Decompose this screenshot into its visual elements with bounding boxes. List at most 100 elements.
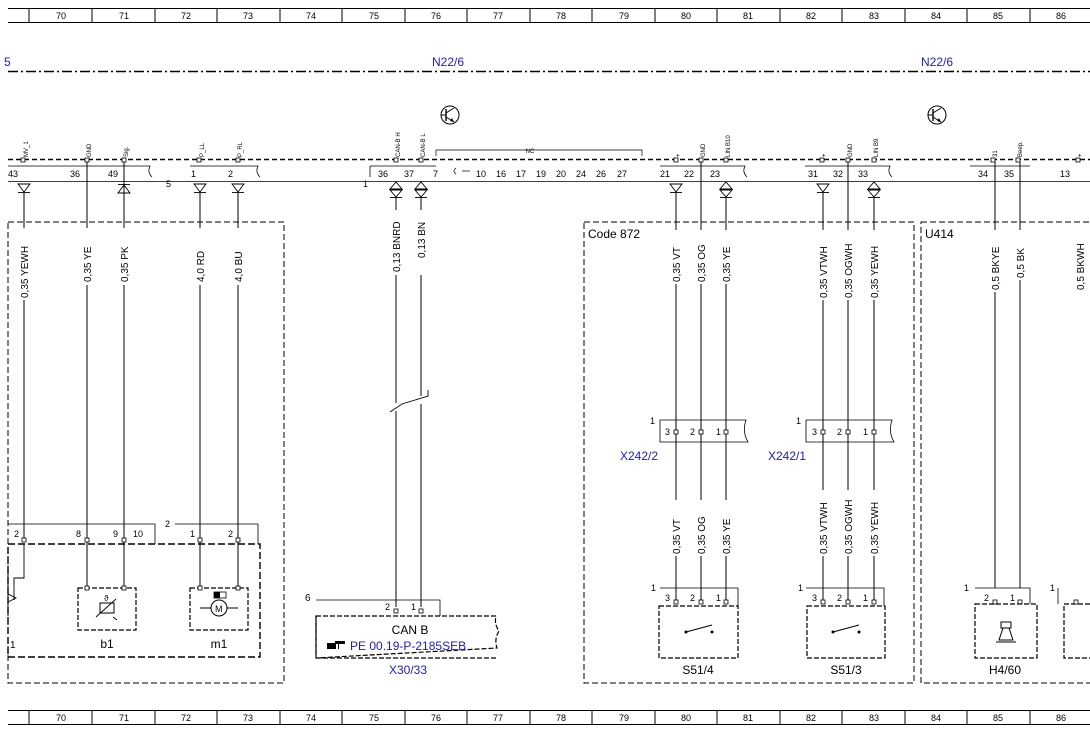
pin-number: 37 [404, 169, 414, 179]
wire-label: 0,35 VTWH [819, 246, 830, 298]
pin-number: 23 [710, 169, 720, 179]
pin-number: 22 [684, 169, 694, 179]
pin-number: 8 [76, 529, 81, 539]
ruler-label: 73 [243, 11, 253, 21]
can-b-reference-link[interactable]: PE 00.19-P-2185SEB [350, 639, 466, 653]
pin-name: MV_1 [24, 141, 30, 157]
ruler-label: 73 [243, 713, 253, 723]
ruler-label: 85 [993, 713, 1003, 723]
pin-number: 2 [690, 427, 695, 437]
pin-number: 1 [650, 416, 655, 426]
pin-name: + [1078, 153, 1084, 157]
switch-s51-4: 1 3 2 1 S51/4 [651, 583, 739, 677]
pin-name-nc: NC [526, 149, 535, 155]
pin-name: LIN B9 [874, 138, 880, 157]
wire-label: 0,5 BKWH [1076, 243, 1087, 290]
wire-label: 0,13 BN [417, 222, 428, 258]
pin-number: 1 [863, 593, 868, 603]
pin-number: 10 [476, 169, 486, 179]
pin-number: 2 [690, 593, 695, 603]
box-label-code-872: Code 872 [588, 227, 640, 241]
pin-number: 10 [133, 529, 143, 539]
pin-number: 9 [113, 529, 118, 539]
transistor-icon [927, 105, 947, 125]
wire-label: 0,35 YE [722, 246, 733, 282]
ruler-label: 84 [931, 11, 941, 21]
pin-number: 36 [378, 169, 388, 179]
pin-number: 1 [863, 427, 868, 437]
ruler-label: 81 [743, 11, 753, 21]
ruler-label: 76 [431, 713, 441, 723]
connector-label-x242-2: X242/2 [620, 449, 658, 463]
pin-number-labels: 43 36 49 5 1 2 1 36 37 7 10 16 17 19 20 … [8, 169, 1070, 189]
ruler-label: 82 [806, 713, 816, 723]
pin-number: 1 [10, 640, 16, 651]
module-label-n22-6: N22/6 [432, 55, 464, 69]
pin-number: 1 [798, 583, 803, 593]
pin-number: 1 [716, 593, 721, 603]
module-boundary: 5 N22/6 N22/6 [4, 55, 1090, 73]
pin-number: 7 [433, 169, 438, 179]
svg-text:ϑ: ϑ [104, 594, 109, 603]
pin-number: 3 [665, 427, 670, 437]
transistor-icon [440, 105, 460, 125]
pin-number: 26 [596, 169, 606, 179]
ruler-label: 70 [56, 713, 66, 723]
pin-number: 2 [984, 593, 989, 603]
pin-number: 1 [1010, 593, 1015, 603]
wire-label: 0,35 PK [120, 246, 131, 282]
ruler-label: 75 [369, 713, 379, 723]
wire-label: 0,35 VT [672, 247, 683, 282]
pin-number: 34 [978, 169, 988, 179]
pin-number: 24 [576, 169, 586, 179]
ruler-label: 71 [119, 11, 129, 21]
wire-label: 0,5 BKYE [991, 246, 1002, 290]
pin-number: 2 [165, 519, 170, 529]
pin-number: 2 [837, 593, 842, 603]
pin-number: 1 [411, 602, 416, 612]
ruler-label: 74 [306, 713, 316, 723]
pin-number: 2 [385, 602, 390, 612]
pin-number: 16 [496, 169, 506, 179]
pin-number: 1 [190, 529, 195, 539]
wire-label: 0,35 YE [722, 518, 733, 554]
bottom-ruler: 70 71 72 73 74 75 76 77 78 79 80 81 82 8… [8, 710, 1090, 725]
pin-name: GND [701, 143, 707, 157]
pin-number: 1 [363, 179, 368, 189]
pin-name: GND [848, 143, 854, 157]
ruler-label: 79 [619, 11, 629, 21]
pin-number: 19 [536, 169, 546, 179]
switch-s51-3: 1 3 2 1 S51/3 [798, 583, 886, 677]
ruler-label: 72 [181, 11, 191, 21]
pin-number: 1 [191, 169, 196, 179]
pin-terminals [20, 157, 1081, 163]
ruler-label: 81 [743, 713, 753, 723]
ruler-label: 80 [681, 713, 691, 723]
pin-name: CAN-B H [396, 132, 402, 157]
pin-number: 33 [858, 169, 868, 179]
connector-strip: NC [8, 149, 1090, 182]
wire-label: 0,35 YEWH [870, 502, 881, 554]
pin-number: 20 [556, 169, 566, 179]
wire-label: 0,13 BNRD [392, 221, 403, 272]
pin-number: 2 [228, 169, 233, 179]
pin-number: 32 [833, 169, 843, 179]
component-block-left: 2 8 9 10 2 1 2 1 ϑ b1 M [7, 519, 261, 658]
hand-pointer-icon [327, 641, 345, 649]
wire-label: 0,35 VT [672, 519, 683, 554]
motor-icon: M [200, 591, 238, 617]
pin-name: 31 [993, 150, 999, 157]
ruler-label: 83 [869, 11, 879, 21]
can-b-module: 6 2 1 CAN B PE 00.19-P-2185SEB X30/33 [305, 593, 500, 677]
pin-number: 1 [1050, 583, 1055, 593]
ruler-label: 77 [493, 11, 503, 21]
ruler-label: 83 [869, 713, 879, 723]
pin-number: 1 [651, 583, 656, 593]
ruler-label: 76 [431, 11, 441, 21]
ruler-label: 78 [556, 713, 566, 723]
wire-label: 0,5 BK [1016, 248, 1027, 278]
pin-name: + [822, 153, 828, 157]
pin-name: Sig. [124, 146, 130, 157]
ruler-label: 72 [181, 713, 191, 723]
pin-number: 1 [964, 583, 969, 593]
